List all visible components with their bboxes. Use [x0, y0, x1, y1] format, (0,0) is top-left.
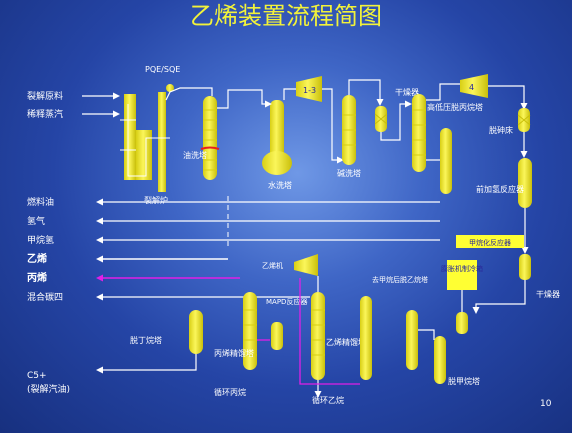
label-dilution-steam: 稀释蒸汽 [27, 108, 63, 120]
label-ethylene-compressor: 乙烯机 [262, 261, 283, 270]
label-hp-lp-depropanizer: 高低压脱丙烷塔 [427, 102, 483, 112]
ethylene-fractionator [311, 292, 325, 380]
debutanizer [189, 310, 203, 354]
label-cracking-furnace: 裂解炉 [144, 195, 168, 205]
label-cold-box: 膨胀机制冷箱 [441, 264, 483, 273]
demethanizer [406, 310, 468, 384]
product-pyrolysis-gasoline: (裂解汽油) [27, 383, 70, 395]
label-quench-water-tower: 水洗塔 [268, 180, 292, 190]
ethylene-compressor [294, 254, 318, 276]
hp-lp-depropanizer [412, 94, 452, 194]
cold-box: 膨胀机制冷箱 [441, 260, 483, 290]
product-ethylene: 乙烯 [27, 252, 47, 265]
label-quench-oil-tower: 油洗塔 [183, 150, 207, 160]
compressor-1-3 [296, 76, 322, 102]
label-mapd-reactor: MAPD反应器 [266, 297, 307, 306]
page-number: 10 [540, 399, 552, 409]
label-propylene-fractionator: 丙烯精馏塔 [214, 348, 254, 358]
propylene-fractionator [243, 292, 257, 370]
arsenic-removal-bed [517, 108, 531, 132]
pqe-exchanger [166, 84, 174, 92]
product-methane-hydrogen: 甲烷氢 [27, 234, 54, 246]
label-caustic-tower: 碱洗塔 [337, 168, 361, 178]
deethanizer-mid [360, 296, 372, 380]
label-debutanizer: 脱丁烷塔 [130, 335, 162, 345]
label-methanation-reactor: 甲烷化反应器 [469, 238, 511, 247]
label-compressor-1-3: 1-3 [303, 86, 316, 95]
label-demethanizer: 脱甲烷塔 [448, 376, 480, 386]
product-fuel-oil: 燃料油 [27, 196, 54, 208]
label-pqe-sqe: PQE/SQE [145, 65, 180, 74]
mapd-reactor [271, 322, 283, 350]
label-propylene-recycle: 循环丙烷 [214, 387, 246, 397]
label-ethane-recycle: 循环乙烷 [312, 395, 344, 405]
label-feed-oil: 裂解原料 [27, 90, 63, 102]
methanation-reactor: 甲烷化反应器 [456, 235, 524, 248]
svg-text:膨胀机制冷箱: 膨胀机制冷箱 [441, 264, 483, 273]
dryer-2 [519, 254, 531, 280]
label-front-hydrogenation: 前加氢反应器 [476, 184, 524, 194]
dryer-1 [374, 106, 388, 132]
label-ethylene-fractionator: 乙烯精馏塔 [326, 337, 366, 347]
front-hydrogenation-reactor [518, 158, 532, 208]
label-dryer-2: 干燥器 [536, 290, 560, 299]
label-deethanizer-mid: 去甲烷后脱乙烷塔 [372, 275, 428, 284]
product-hydrogen: 氢气 [27, 215, 45, 227]
quench-water-tower [262, 100, 292, 175]
product-propylene: 丙烯 [27, 271, 47, 284]
label-compressor-4: 4 [469, 83, 474, 92]
cracking-furnace [120, 92, 170, 192]
product-c5-plus: C5+ [27, 371, 47, 381]
slide-title: 乙烯装置流程简图 [190, 2, 382, 30]
product-mixed-c4: 混合碳四 [27, 291, 63, 303]
caustic-tower [342, 95, 356, 165]
quench-oil-tower [200, 96, 220, 180]
compressor-4 [460, 74, 488, 98]
label-dryer: 干燥器 [395, 88, 419, 97]
label-arsenic-bed: 脱砷床 [489, 125, 513, 135]
